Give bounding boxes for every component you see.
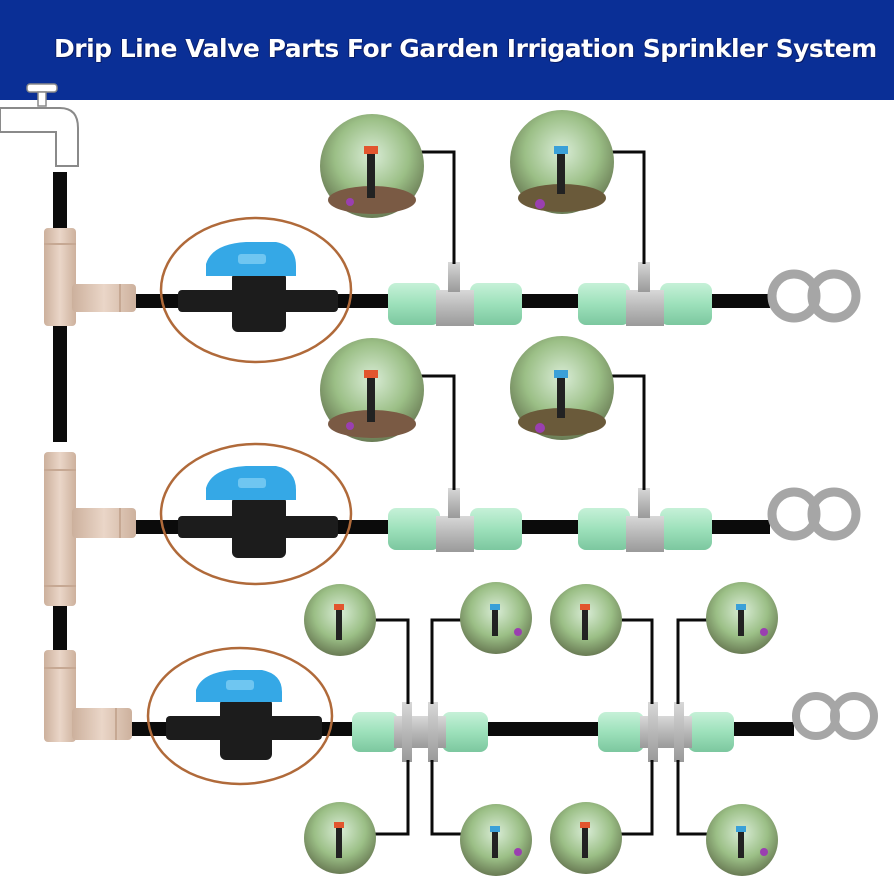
sprinkler-photo-icon	[706, 582, 778, 654]
sprinkler-photo-icon	[550, 584, 622, 656]
tee-fitting-icon	[44, 452, 136, 606]
coupler-icon	[352, 702, 488, 762]
coupler-icon	[598, 702, 734, 762]
ball-valve-icon	[146, 646, 334, 786]
sprinkler-photo-icon	[320, 338, 424, 442]
sprinkler-photo-icon	[550, 802, 622, 874]
sprinkler-photo-icon	[460, 804, 532, 876]
coupler-icon	[578, 488, 712, 552]
title-banner: Drip Line Valve Parts For Garden Irrigat…	[0, 0, 894, 100]
water-faucet-icon	[0, 83, 79, 167]
coupler-icon	[388, 488, 522, 552]
sprinkler-photo-icon	[706, 804, 778, 876]
end-clamp-icon	[767, 487, 861, 541]
coupler-icon	[388, 262, 522, 326]
sprinkler-photo-icon	[320, 114, 424, 218]
sprinkler-photo-icon	[460, 582, 532, 654]
sprinkler-photo-icon	[510, 110, 614, 214]
ball-valve-icon	[159, 442, 353, 586]
coupler-icon	[578, 262, 712, 326]
end-clamp-icon	[792, 692, 878, 740]
tee-fitting-icon	[44, 228, 136, 326]
banner-title: Drip Line Valve Parts For Garden Irrigat…	[54, 34, 877, 63]
sprinkler-photo-icon	[304, 584, 376, 656]
elbow-fitting-icon	[44, 650, 132, 742]
sprinkler-photo-icon	[510, 336, 614, 440]
micro-tube	[374, 150, 708, 836]
ball-valve-icon	[159, 216, 353, 364]
end-clamp-icon	[767, 269, 861, 323]
sprinkler-photo-icon	[304, 802, 376, 874]
supply-tube	[53, 172, 67, 650]
